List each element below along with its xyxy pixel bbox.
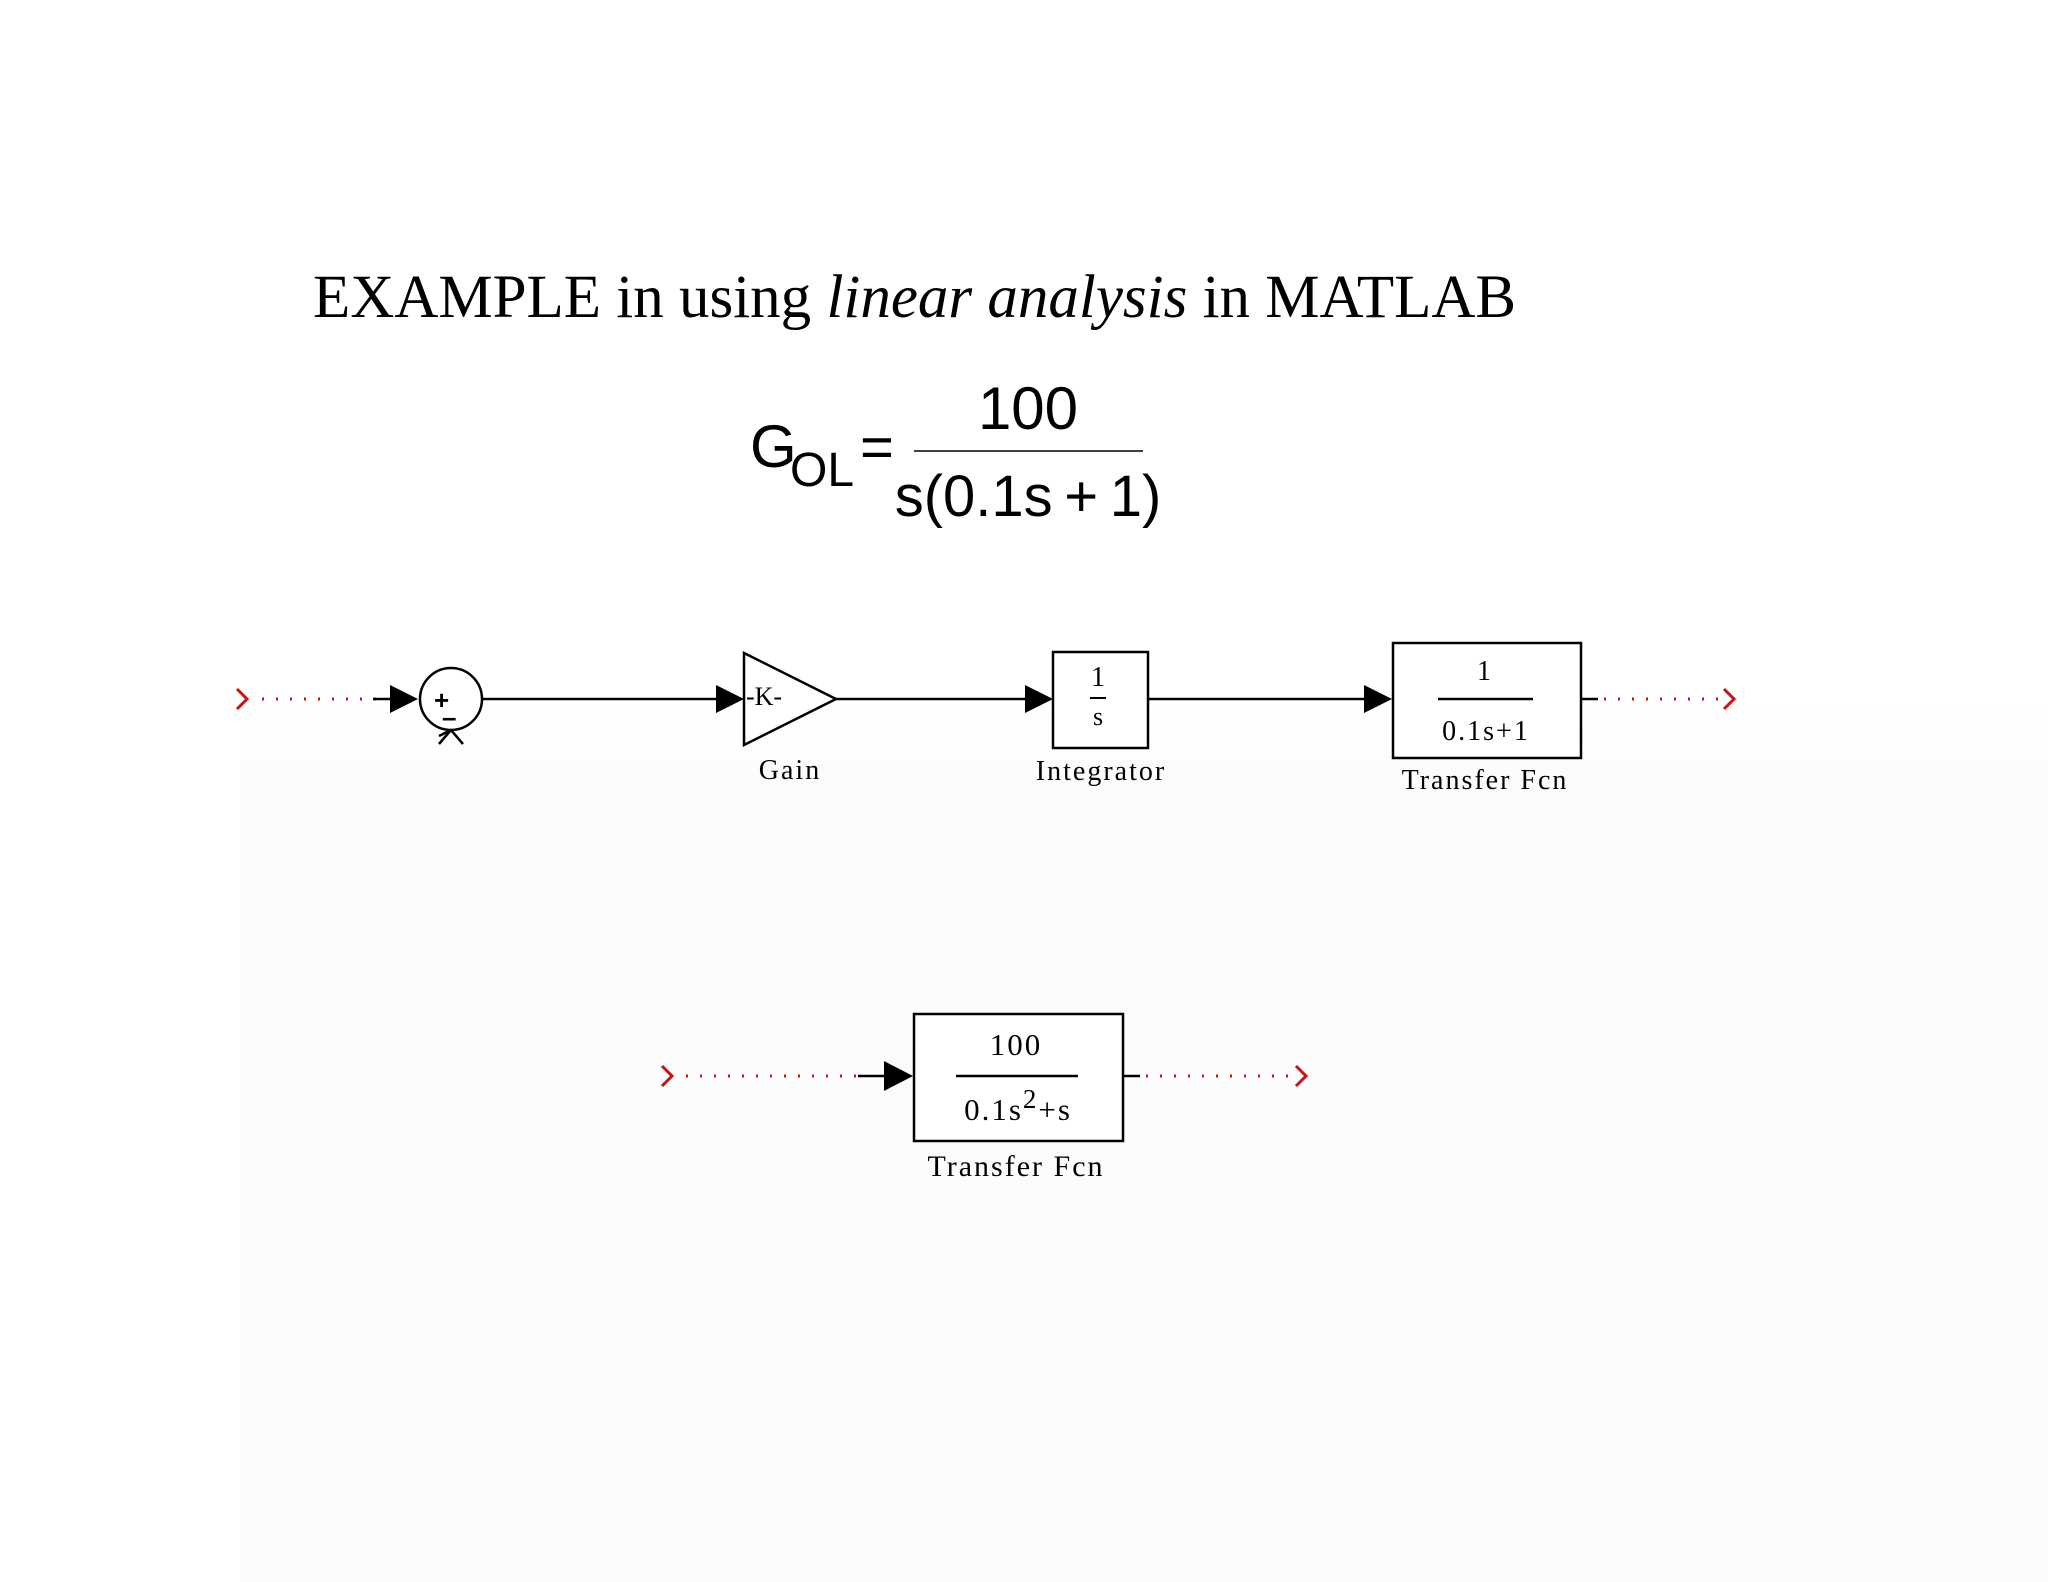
sum-minus-sign: – [442, 702, 456, 732]
equivalent-open-loop-model: 100 0.1s2+s Transfer Fcn [660, 1012, 1309, 1183]
integrator-block[interactable]: 1 s [1051, 650, 1150, 750]
tf2-den-base: 0.1s [964, 1092, 1023, 1127]
integrator-box [1051, 650, 1150, 750]
tf1-label: Transfer Fcn [1402, 765, 1569, 796]
gain-input-arrow-icon [716, 685, 744, 713]
integrator-numerator: 1 [1091, 662, 1105, 693]
tf2-den-exponent: 2 [1023, 1084, 1039, 1114]
equation-numerator: 100 [978, 375, 1078, 442]
gain-label: Gain [759, 755, 821, 786]
transfer-fcn-block-2[interactable]: 100 0.1s2+s [912, 1012, 1125, 1143]
integrator-label: Integrator [1036, 756, 1166, 787]
title-italic-text: linear analysis [826, 264, 1188, 331]
gain-triangle [742, 650, 839, 748]
gain-value: -K- [746, 682, 782, 711]
page-title: EXAMPLE in using linear analysis in MATL… [313, 262, 1516, 334]
tf1-denominator: 0.1s+1 [1442, 716, 1530, 747]
input-port-chevron-icon[interactable] [235, 687, 250, 711]
sum-plus-sign: + [434, 685, 449, 715]
tf2-box [912, 1012, 1125, 1143]
closed-loop-model: + – -K- Gain 1 s Integrator 1 0.1 [235, 641, 1737, 796]
tf2-input-arrow-icon [884, 1061, 913, 1091]
equation-ol-subscript: OL [790, 444, 854, 497]
input-port-chevron-icon[interactable] [660, 1064, 675, 1088]
gain-block[interactable]: -K- [742, 650, 839, 748]
equation-denominator: s(0.1s + 1) [895, 464, 1162, 529]
integrator-denominator: s [1093, 702, 1103, 731]
output-port-chevron-icon[interactable] [1294, 1064, 1309, 1088]
sum-input-arrow-icon [390, 685, 418, 713]
feedback-port-icon [438, 728, 464, 745]
tf2-denominator: 0.1s2+s [964, 1084, 1072, 1127]
equation-g-symbol: G [750, 413, 797, 480]
tf1-numerator: 1 [1477, 656, 1491, 687]
tf2-numerator: 100 [990, 1027, 1043, 1062]
tf2-label: Transfer Fcn [927, 1150, 1104, 1183]
tf1-box [1391, 641, 1583, 760]
tf2-den-rest: +s [1038, 1092, 1072, 1127]
open-loop-equation: G OL = 100 s(0.1s + 1) [750, 375, 1161, 529]
transfer-fcn-block-1[interactable]: 1 0.1s+1 [1391, 641, 1583, 760]
title-text-1: EXAMPLE in using [313, 264, 827, 331]
canvas-background [240, 700, 2048, 1582]
integrator-input-arrow-icon [1025, 685, 1053, 713]
sum-block[interactable]: + – [418, 666, 484, 745]
output-port-chevron-icon[interactable] [1722, 687, 1737, 711]
tf-input-arrow-icon [1364, 685, 1392, 713]
equation-equals-sign: = [860, 415, 894, 480]
title-text-2: in MATLAB [1187, 264, 1517, 331]
